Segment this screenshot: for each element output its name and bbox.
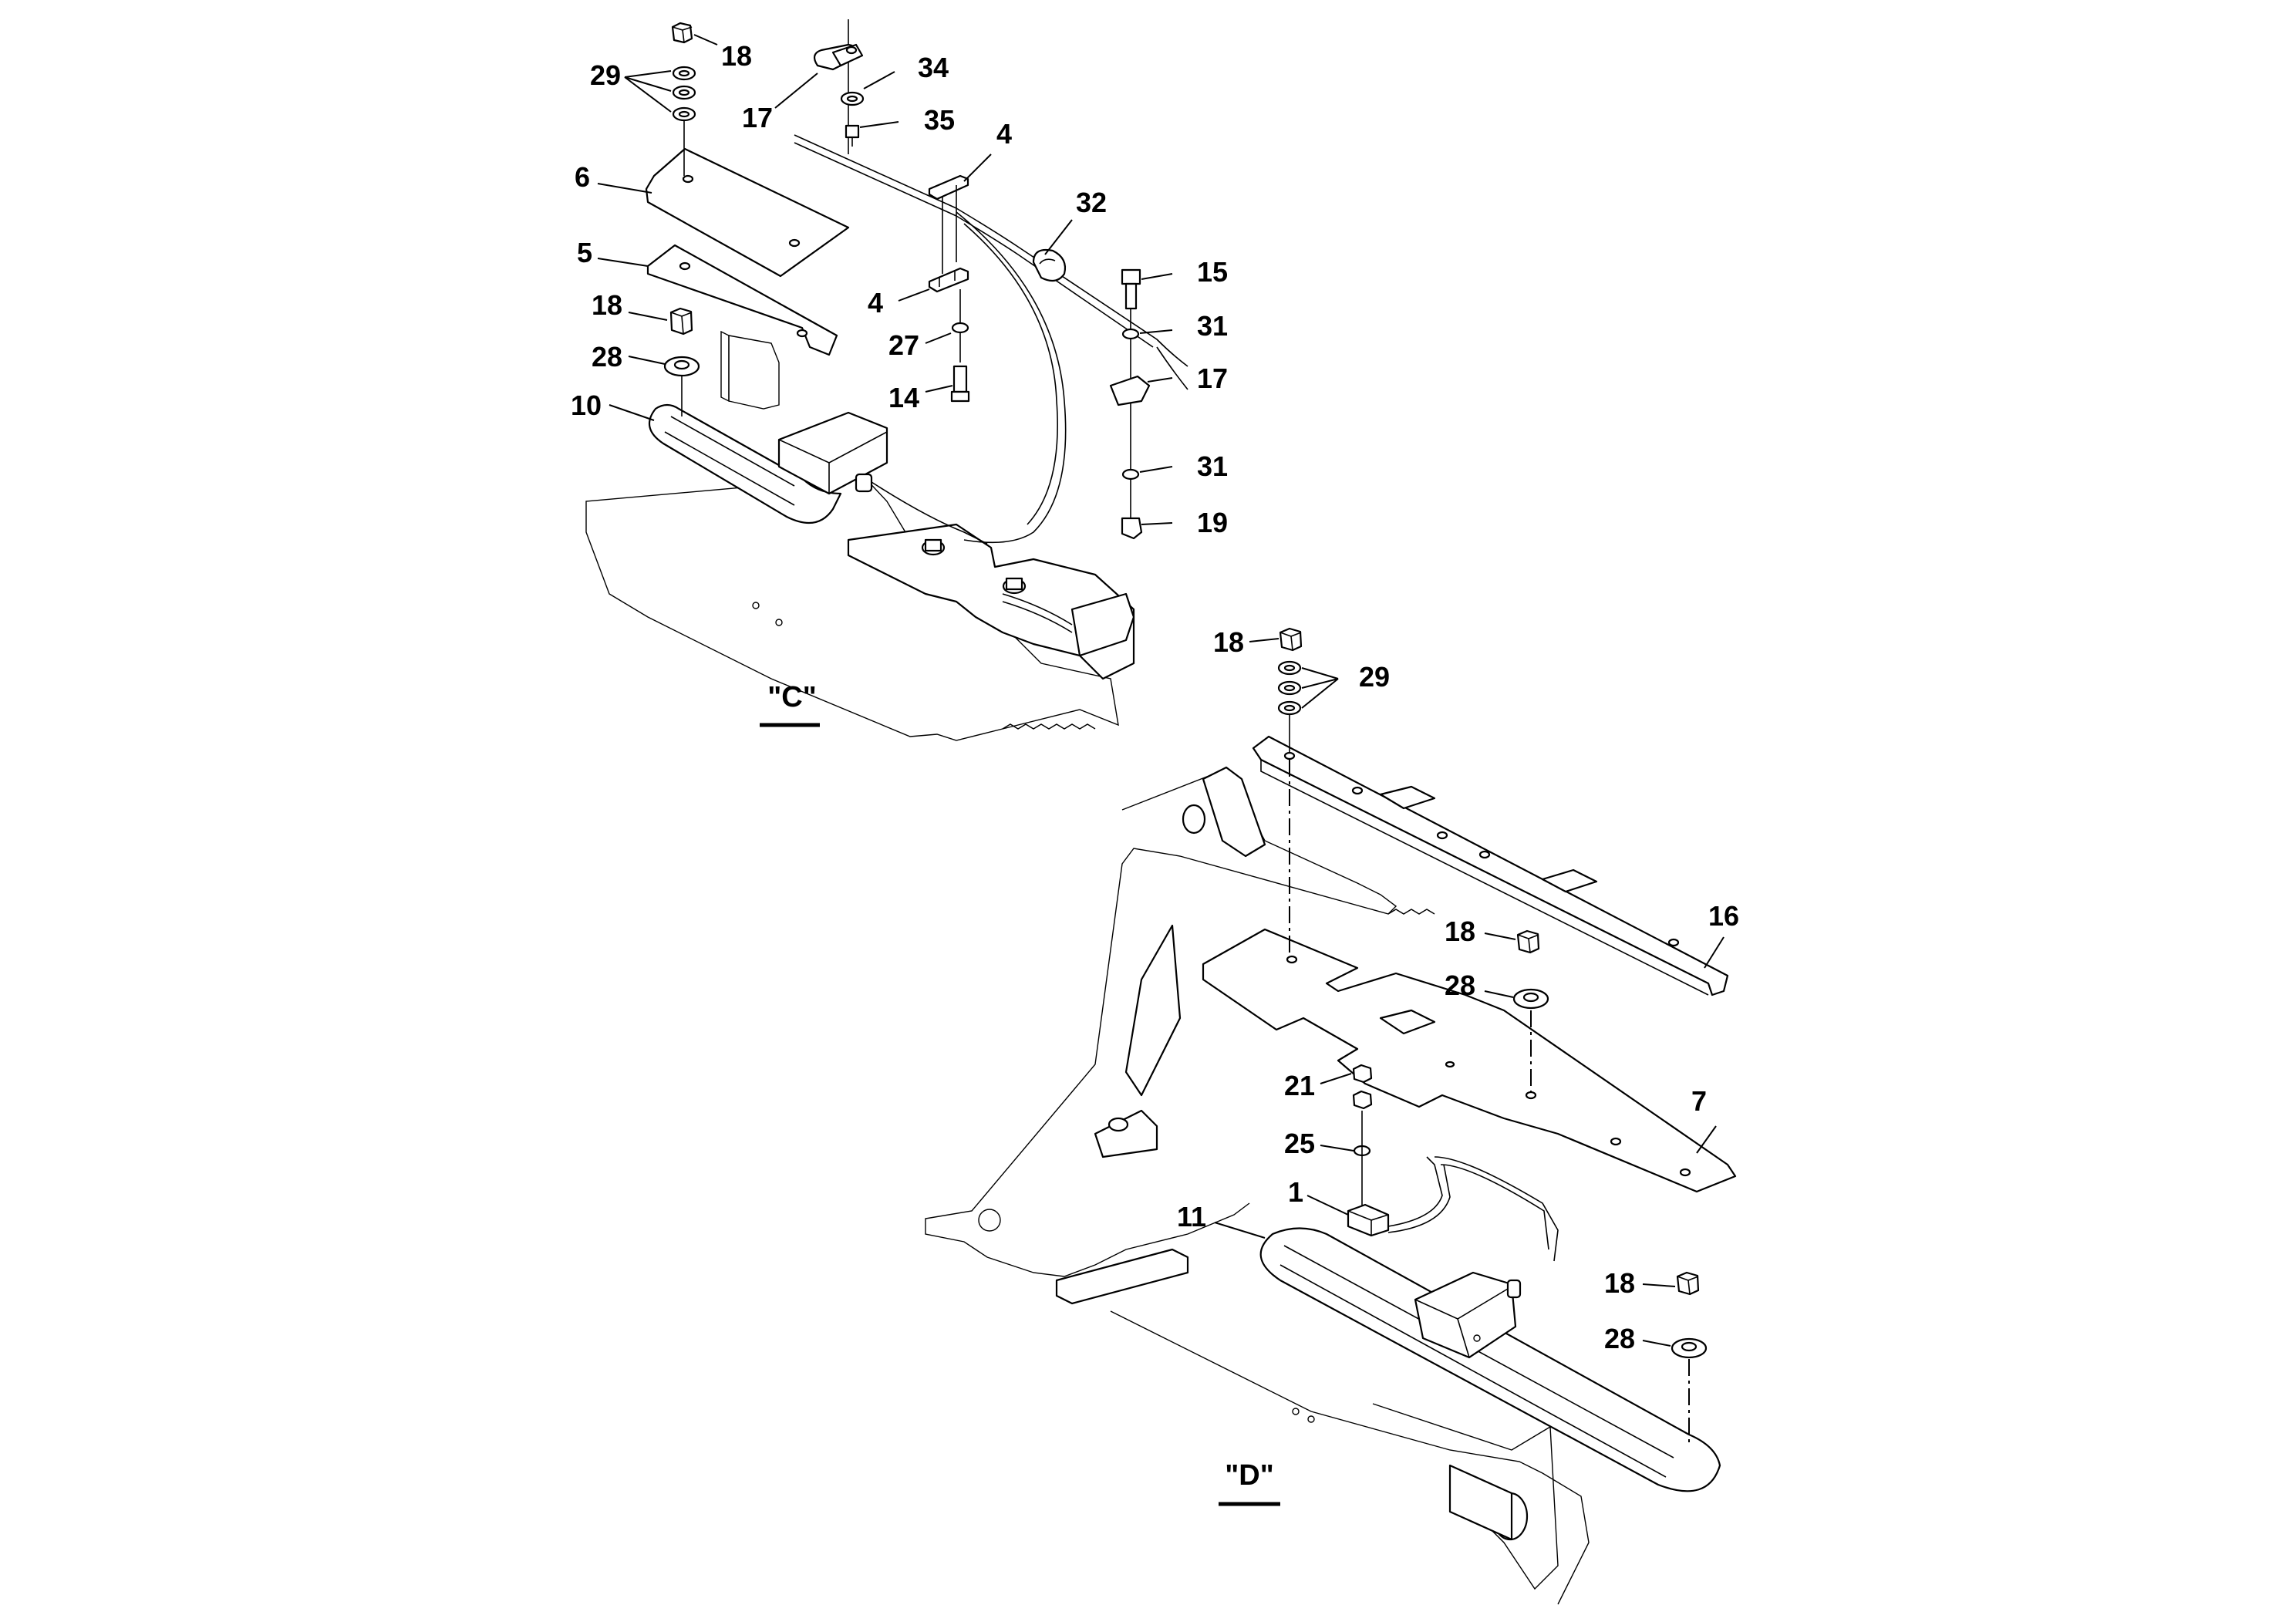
channel-16: [1252, 735, 1729, 996]
callout-15: 15: [1197, 256, 1228, 288]
callout-18: 18: [721, 40, 752, 72]
callout-27: 27: [888, 329, 919, 361]
callouts: 18 29 17 34 35 4 6 32 5 15 4 18 31 27 28: [571, 34, 1739, 1354]
callout-34: 34: [918, 52, 949, 83]
callout-31: 31: [1197, 310, 1228, 342]
callout-16: 16: [1708, 900, 1739, 932]
mount-plate-c: [847, 523, 1135, 680]
callout-25: 25: [1284, 1128, 1315, 1159]
clip-4-top: [928, 174, 969, 274]
callout-17: 17: [742, 102, 773, 133]
callout-18: 18: [1604, 1267, 1635, 1299]
cable-c: [794, 134, 1188, 544]
cable-ring-32: [1032, 248, 1067, 282]
callout-28: 28: [592, 341, 622, 373]
pedal-switch-10: [648, 403, 988, 545]
screw-stack-14-27: [950, 289, 970, 403]
pedal-switch-d: [1414, 1271, 1522, 1359]
rear-post-c: [720, 330, 780, 410]
callout-18: 18: [592, 289, 622, 321]
callout-18: 18: [1445, 916, 1475, 947]
cover-plate-6: [645, 147, 850, 278]
view-c: "C": [585, 19, 1188, 741]
hardware-stack-d-top: [1277, 627, 1303, 956]
hardware-stack-d-mid: [1512, 929, 1549, 1091]
callout-29: 29: [1359, 661, 1390, 693]
callout-5: 5: [577, 237, 592, 268]
callout-14: 14: [888, 382, 919, 413]
callout-35: 35: [924, 104, 955, 136]
view-d: "D": [925, 627, 1737, 1605]
callout-10: 10: [571, 389, 602, 421]
hardware-stack-d-bottom: [1671, 1271, 1708, 1442]
switch-block-1: [1347, 1156, 1451, 1237]
hardware-stack-c-top: [671, 22, 696, 176]
callout-21: 21: [1284, 1070, 1315, 1101]
plate-7: [1202, 928, 1737, 1193]
hardware-stack-d-switch: [1352, 1064, 1373, 1219]
callout-29: 29: [590, 59, 621, 91]
section-label-c: "C": [767, 681, 816, 713]
section-label-d: "D": [1225, 1459, 1273, 1492]
callout-31: 31: [1197, 450, 1228, 482]
pedal-loop-11: [1259, 1156, 1721, 1492]
callout-28: 28: [1604, 1323, 1635, 1354]
frame-d: [925, 766, 1590, 1605]
callout-11: 11: [1177, 1201, 1206, 1233]
clip-4-mid: [928, 267, 969, 293]
callout-1: 1: [1288, 1176, 1303, 1208]
callout-19: 19: [1197, 507, 1228, 538]
hardware-stack-right-c: [1109, 268, 1151, 540]
callout-32: 32: [1076, 187, 1107, 218]
bracket-5: [646, 244, 838, 356]
callout-7: 7: [1691, 1085, 1707, 1117]
callout-4: 4: [868, 287, 883, 319]
cable-clip-17-top: [813, 19, 865, 154]
hardware-stack-c-mid: [663, 307, 700, 416]
callout-28: 28: [1445, 969, 1475, 1001]
callout-4: 4: [996, 118, 1012, 150]
callout-6: 6: [575, 161, 590, 193]
callout-18: 18: [1213, 626, 1244, 658]
callout-17: 17: [1197, 363, 1228, 394]
